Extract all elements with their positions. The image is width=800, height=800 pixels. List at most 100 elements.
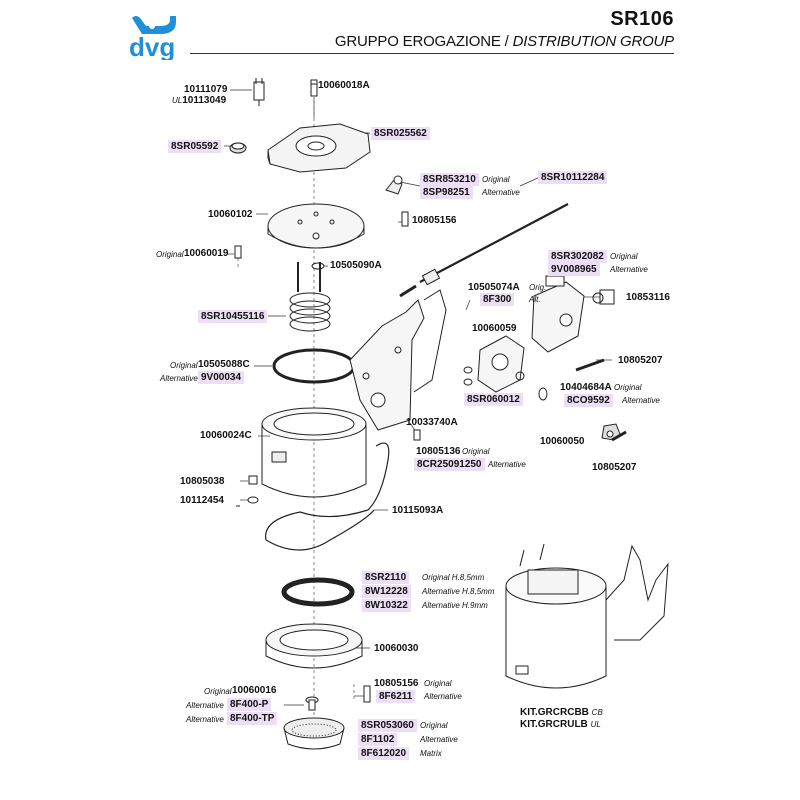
label-10033740A: 10033740A bbox=[406, 417, 458, 428]
note-original-h85: Original H.8,5mm bbox=[422, 573, 485, 582]
screw-lower bbox=[363, 685, 371, 703]
label-10404684A: 10404684A bbox=[560, 382, 612, 393]
note-original-6: Original bbox=[462, 447, 490, 456]
label-10060018A: 10060018A bbox=[318, 80, 370, 91]
group-ring bbox=[265, 623, 363, 669]
label-8F1102: 8F1102 bbox=[358, 733, 398, 746]
ring-part bbox=[538, 387, 548, 401]
note-orig-short: Orig. bbox=[529, 283, 547, 292]
model-code: SR106 bbox=[610, 8, 674, 30]
long-screw-2 bbox=[611, 430, 627, 442]
note-alternative-h85: Alternative H.8,5mm bbox=[422, 587, 495, 596]
label-10853116: 10853116 bbox=[626, 292, 670, 303]
label-10505090A: 10505090A bbox=[330, 260, 382, 271]
label-10505074A: 10505074A bbox=[468, 282, 520, 293]
note-original-1: Original bbox=[482, 175, 510, 184]
solenoid-body bbox=[477, 335, 525, 393]
label-8SR853210: 8SR853210 bbox=[420, 173, 479, 186]
connector-part bbox=[253, 78, 265, 106]
label-10805207-b: 10805207 bbox=[592, 462, 637, 473]
label-10060050: 10060050 bbox=[540, 436, 585, 447]
label-10805136: 10805136 bbox=[416, 446, 461, 457]
label-10060102: 10060102 bbox=[208, 209, 253, 220]
small-o-rings bbox=[463, 366, 473, 386]
elbow-fitting bbox=[385, 175, 403, 195]
label-8SR10455116: 8SR10455116 bbox=[198, 310, 268, 323]
disc-plate bbox=[267, 203, 365, 249]
small-ring bbox=[311, 262, 325, 270]
title-english: DISTRIBUTION GROUP bbox=[512, 33, 675, 50]
label-10060030: 10060030 bbox=[374, 643, 419, 654]
label-10113049-code: 10113049 bbox=[182, 95, 227, 106]
small-screws bbox=[236, 475, 259, 507]
gasket bbox=[281, 577, 355, 607]
label-10805156-a: 10805156 bbox=[412, 215, 457, 226]
label-9V008965: 9V008965 bbox=[548, 263, 600, 276]
note-original-4: Original bbox=[170, 361, 198, 370]
wire-loop bbox=[265, 442, 390, 551]
screw-left bbox=[234, 245, 242, 259]
note-alternative-2: Alternative bbox=[610, 265, 648, 274]
top-plate bbox=[267, 123, 371, 173]
note-alternative-5: Alternative bbox=[488, 460, 526, 469]
label-8F300: 8F300 bbox=[480, 293, 515, 306]
assembled-kit bbox=[505, 543, 669, 689]
label-10115093A: 10115093A bbox=[392, 505, 444, 516]
label-10113049: UL10113049 bbox=[172, 94, 226, 107]
label-10112454: 10112454 bbox=[180, 495, 224, 506]
brand-text: dvg bbox=[129, 32, 175, 60]
kit-code-cb: KIT.GRCRCBB bbox=[520, 707, 589, 718]
note-original-3: Original bbox=[610, 252, 638, 261]
kit-suffix-cb: CB bbox=[591, 708, 603, 717]
note-alternative-6: Alternative bbox=[424, 692, 462, 701]
label-8F400-TP: 8F400-TP bbox=[227, 712, 278, 725]
label-8W10322: 8W10322 bbox=[362, 599, 411, 612]
note-alternative-1: Alternative bbox=[482, 188, 520, 197]
label-8CO9592: 8CO9592 bbox=[564, 394, 613, 407]
heating-coil bbox=[289, 262, 331, 332]
label-8SR10112284: 8SR10112284 bbox=[538, 171, 608, 184]
plug-part bbox=[229, 142, 247, 154]
label-10060019: 10060019 bbox=[184, 248, 229, 259]
kit-label-ul: KIT.GRCRULB UL bbox=[520, 719, 601, 731]
note-alternative-h9: Alternative H.9mm bbox=[422, 601, 488, 610]
note-original-5: Original bbox=[614, 383, 642, 392]
note-original-2: Original bbox=[156, 250, 184, 259]
label-8SP98251: 8SP98251 bbox=[420, 186, 473, 199]
label-8F400-P: 8F400-P bbox=[227, 698, 272, 711]
solenoid-coil bbox=[531, 275, 585, 353]
label-10060059: 10060059 bbox=[472, 323, 517, 334]
label-10805207-a: 10805207 bbox=[618, 355, 663, 366]
note-alternative-9: Alternative bbox=[420, 735, 458, 744]
mount-bracket bbox=[349, 289, 447, 431]
boiler-cylinder bbox=[261, 407, 367, 498]
kit-code-ul: KIT.GRCRULB bbox=[520, 719, 588, 730]
note-matrix: Matrix bbox=[420, 749, 442, 758]
note-alternative-7: Alternative bbox=[186, 701, 224, 710]
title-italian: GRUPPO EROGAZIONE / bbox=[334, 33, 509, 50]
dispersion-screw bbox=[305, 696, 319, 711]
note-alt-short: Alt. bbox=[529, 295, 541, 304]
screw-right bbox=[401, 211, 409, 227]
note-original-7: Original bbox=[424, 679, 452, 688]
note-alternative-3: Alternative bbox=[160, 374, 198, 383]
label-10111079: 10111079 bbox=[184, 84, 228, 95]
ul-prefix: UL bbox=[172, 96, 183, 105]
nut-part bbox=[601, 423, 621, 441]
label-10805156-b: 10805156 bbox=[374, 678, 419, 689]
label-10505088C: 10505088C bbox=[198, 359, 250, 370]
shower-screen bbox=[283, 717, 345, 750]
label-8SR302082: 8SR302082 bbox=[548, 250, 607, 263]
label-8W12228: 8W12228 bbox=[362, 585, 411, 598]
label-8F612020: 8F612020 bbox=[358, 747, 410, 760]
label-8SR2110: 8SR2110 bbox=[362, 571, 410, 584]
dvg-logo: dvg bbox=[128, 10, 198, 62]
long-screw bbox=[575, 358, 605, 372]
fitting-part bbox=[592, 289, 615, 305]
probe-rod bbox=[399, 203, 569, 298]
note-alternative-4: Alternative bbox=[622, 396, 660, 405]
label-10060024C: 10060024C bbox=[200, 430, 252, 441]
note-original-8: Original bbox=[204, 687, 232, 696]
kit-suffix-ul: UL bbox=[590, 720, 601, 729]
